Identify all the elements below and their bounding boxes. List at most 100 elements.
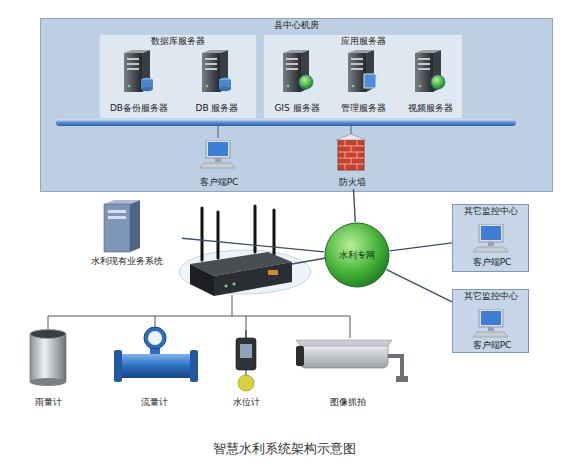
server-icon <box>202 50 228 92</box>
database-icon <box>219 78 231 82</box>
server-node: GIS 服务器 <box>265 49 329 115</box>
node-label: 数据库服务器 <box>151 36 205 47</box>
diagram-caption: 智慧水利系统架构示意图 <box>0 440 569 458</box>
level-float <box>238 375 254 391</box>
sensor-node: 流量计 <box>108 325 200 409</box>
gauge-top <box>30 330 66 339</box>
meter-neck <box>150 340 160 354</box>
server-side <box>130 200 140 252</box>
meter-pipe <box>118 354 194 378</box>
server-bay <box>108 210 126 213</box>
router-icon <box>179 206 326 296</box>
node-label: 水位计 <box>233 397 260 408</box>
server-node: DB备份服务器 <box>102 49 176 115</box>
water-level-icon <box>236 330 256 391</box>
center-box: 其它监控中心客户端PC <box>452 289 529 353</box>
sensor-node: 图像抓拍 <box>288 325 408 409</box>
antenna <box>254 206 257 252</box>
server-node: DB 服务器 <box>180 49 254 115</box>
router-led <box>233 283 236 286</box>
level-cable <box>246 370 247 376</box>
camera-lens <box>296 346 304 366</box>
server-group: 应用服务器GIS 服务器管理服务器视频服务器 <box>263 34 463 119</box>
node-label: 客户端PC <box>200 177 239 188</box>
router-side <box>190 264 214 296</box>
meter-head <box>144 327 166 349</box>
antenna <box>273 210 276 254</box>
client-node: 客户端PC <box>463 304 521 352</box>
globe-icon <box>431 75 445 89</box>
server-top <box>104 200 140 204</box>
client-node: 客户端PC <box>463 219 521 269</box>
node-label: 客户端PC <box>473 340 512 351</box>
network-link <box>353 189 355 222</box>
database-icon <box>141 87 153 91</box>
antenna <box>217 212 220 258</box>
camera-icon <box>296 340 408 382</box>
bus-link <box>350 126 351 135</box>
router-led <box>225 285 228 288</box>
client-node: 客户端PC <box>186 135 252 189</box>
server-front <box>104 204 130 252</box>
gauge-base <box>30 378 66 386</box>
firewall-roof <box>336 134 366 140</box>
node-label: 其它监控中心 <box>464 206 518 217</box>
meter-flange <box>190 350 198 382</box>
pc-icon <box>473 224 508 252</box>
sensor-node: 水位计 <box>212 325 280 409</box>
server-icon <box>415 50 441 92</box>
node-label: 县中心机房 <box>274 20 319 31</box>
pc-icon <box>200 140 235 168</box>
pc-icon <box>473 309 508 337</box>
meter-flange <box>114 350 122 382</box>
router-front <box>214 262 292 296</box>
node-label: GIS 服务器 <box>274 103 319 114</box>
database-icon <box>141 80 153 89</box>
flow-meter-icon <box>114 327 198 382</box>
firewall-bricks <box>338 140 364 170</box>
firewall-icon <box>336 134 366 170</box>
camera-body <box>300 342 388 368</box>
node-label: 客户端PC <box>473 257 512 268</box>
server-bay <box>108 216 126 219</box>
network-circle: 水利专网 <box>324 222 390 288</box>
network-link <box>390 243 452 251</box>
node-label: 防火墙 <box>339 177 366 188</box>
node-label: 水利专网 <box>339 250 375 261</box>
database-icon <box>219 87 231 91</box>
sensor-node: 雨量计 <box>16 325 80 409</box>
database-icon <box>219 80 231 89</box>
antenna <box>201 208 204 260</box>
rain-gauge-icon <box>30 330 66 387</box>
screen-icon <box>364 74 376 88</box>
network-bus <box>56 119 516 126</box>
server-node: 管理服务器 <box>331 49 395 115</box>
level-cable <box>245 330 247 338</box>
server-group: 数据库服务器 DB备份服务器 DB 服务器 <box>99 34 257 119</box>
router-port <box>268 270 278 275</box>
node-label: 视频服务器 <box>408 103 453 114</box>
node-label: 水利现有业务系统 <box>91 256 163 267</box>
camera-hood <box>296 340 392 346</box>
cloud-shape <box>179 250 311 294</box>
bus-link <box>217 126 218 138</box>
node-label: DB 服务器 <box>196 103 239 114</box>
server-icon <box>283 50 309 92</box>
server-icon <box>124 50 150 92</box>
network-circle-fill <box>325 223 389 287</box>
firewall-node: 防火墙 <box>323 133 381 189</box>
node-label: 雨量计 <box>35 397 62 408</box>
node-label: 图像抓拍 <box>330 397 366 408</box>
camera-mount <box>396 376 408 382</box>
level-body <box>236 338 256 370</box>
firewall-wall <box>338 140 364 170</box>
database-icon <box>141 78 153 82</box>
router-top <box>190 252 292 276</box>
network-link <box>182 238 324 252</box>
node-label: 管理服务器 <box>341 103 386 114</box>
meter-face <box>148 331 162 345</box>
router-link <box>292 258 326 264</box>
camera-bracket <box>388 356 402 378</box>
center-box: 其它监控中心客户端PC <box>452 204 529 272</box>
